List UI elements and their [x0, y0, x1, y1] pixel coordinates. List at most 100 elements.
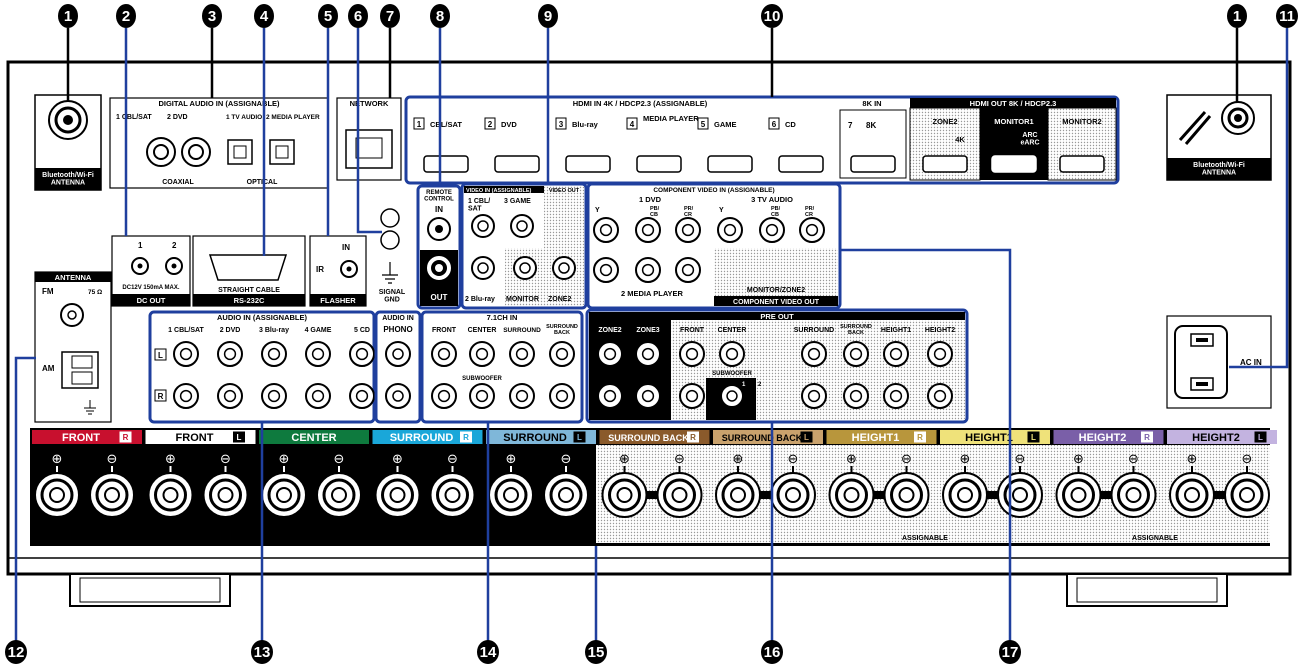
ch71-title: 7.1CH IN — [487, 313, 518, 322]
preout-jack — [843, 383, 869, 409]
video-in-title: VIDEO IN (ASSIGNABLE) — [466, 188, 532, 194]
video-out-monitor: MONITOR — [506, 296, 539, 303]
digital-in-1: 1 CBL/SAT — [116, 114, 152, 121]
speaker-channel-name: HEIGHT2 — [1192, 432, 1240, 444]
audio-in-r-jack — [305, 383, 331, 409]
preout-zone-jack — [597, 383, 623, 409]
svg-text:⊕: ⊕ — [506, 452, 517, 467]
audio-in-r-jack — [217, 383, 243, 409]
preout-label-2: FRONT — [680, 327, 705, 334]
ch71-front: FRONT — [432, 327, 457, 334]
callout-number: 7 — [386, 8, 394, 25]
svg-text:⊕: ⊕ — [1073, 452, 1084, 467]
hdmi-in-num: 6 — [772, 120, 777, 129]
video-in-3: 3 GAME — [504, 198, 531, 205]
preout-jack — [843, 341, 869, 367]
svg-text:⊖: ⊖ — [1242, 452, 1253, 467]
callout-number: 10 — [764, 8, 781, 25]
audio-in-l-jack — [261, 341, 287, 367]
fm-label: FM — [42, 287, 54, 296]
preout-jack — [883, 383, 909, 409]
component-jack — [593, 257, 619, 283]
dc-out-title: DC OUT — [137, 296, 166, 305]
dc-out: 1 2 DC12V 150mA MAX. DC OUT — [111, 235, 191, 307]
video-out-zone2: ZONE2 — [548, 296, 571, 303]
hdmi-out-monitor2: MONITOR2 — [1062, 117, 1101, 126]
hdmi-in-num: 1 — [417, 120, 422, 129]
component-jack — [675, 257, 701, 283]
svg-text:⊕: ⊕ — [52, 452, 63, 467]
callout-number: 3 — [208, 8, 216, 25]
callout-16: 16 — [761, 640, 783, 664]
preout-sub-2: 2 — [758, 382, 762, 388]
hdmi-in-num: 3 — [559, 120, 564, 129]
svg-text:⊕: ⊕ — [392, 452, 403, 467]
audio-in-label-5: 5 CD — [354, 327, 370, 334]
preout-jack — [883, 341, 909, 367]
ch71-jacks — [431, 341, 575, 409]
svg-text:⊖: ⊖ — [1128, 452, 1139, 467]
fm-am-antenna: ANTENNA FM 75 Ω AM — [34, 271, 112, 423]
component-jack — [675, 217, 701, 243]
hdmi-in-name: GAME — [714, 120, 737, 129]
assignable-2: ASSIGNABLE — [1132, 535, 1178, 542]
svg-text:⊕: ⊕ — [165, 452, 176, 467]
callout-number: 2 — [122, 8, 130, 25]
callout-5: 5 — [318, 4, 338, 28]
callout-number: 6 — [354, 8, 362, 25]
component-jack — [717, 217, 743, 243]
flasher-title: FLASHER — [320, 296, 356, 305]
audio-r-label: R — [158, 392, 164, 401]
preout-jack — [719, 341, 745, 367]
preout-label-4: SURROUND — [794, 327, 834, 334]
foot-right — [1066, 573, 1228, 607]
speaker-channel-side: L — [577, 433, 582, 442]
speaker-binding-post-pair: ⊕⊖ — [34, 452, 135, 518]
speaker-channel-side: R — [690, 433, 696, 442]
callout-10: 10 — [761, 4, 783, 28]
hdmi-out-title: HDMI OUT 8K / HDCP2.3 — [970, 99, 1057, 108]
preout-zone-jack — [635, 383, 661, 409]
hdmi-8k-name: 8K — [866, 121, 876, 130]
hdmi-in-name: CD — [785, 120, 796, 129]
hdmi-in-name: DVD — [501, 120, 517, 129]
leader-lines — [14, 28, 1289, 648]
preout-jack — [679, 341, 705, 367]
ch71-jack — [509, 341, 535, 367]
remote-in-label: IN — [435, 205, 443, 214]
speaker-channel-name: HEIGHT2 — [1079, 432, 1127, 444]
audio-l-label: L — [158, 351, 163, 360]
callout-number: 1 — [1233, 8, 1241, 25]
callout-13: 13 — [251, 640, 273, 664]
phono-label: PHONO — [383, 325, 412, 334]
svg-text:⊕: ⊕ — [619, 452, 630, 467]
hdmi-in-num: 4 — [630, 120, 635, 129]
component-pb-1: PB/CB — [650, 206, 660, 218]
speaker-channel-name: HEIGHT1 — [965, 432, 1013, 444]
ch71-center: CENTER — [468, 327, 497, 334]
callout-7: 7 — [380, 4, 400, 28]
preout-jack — [927, 383, 953, 409]
speaker-channel-name: SURROUND — [390, 432, 454, 444]
component-out: COMPONENT VIDEO OUT — [733, 299, 820, 306]
component-y-1: Y — [595, 207, 600, 214]
svg-text:⊖: ⊖ — [334, 452, 345, 467]
preout-jack — [927, 341, 953, 367]
speaker-channel-name: FRONT — [176, 432, 214, 444]
ac-in: AC IN — [1166, 315, 1272, 409]
flasher-in-label: IN — [342, 243, 350, 252]
